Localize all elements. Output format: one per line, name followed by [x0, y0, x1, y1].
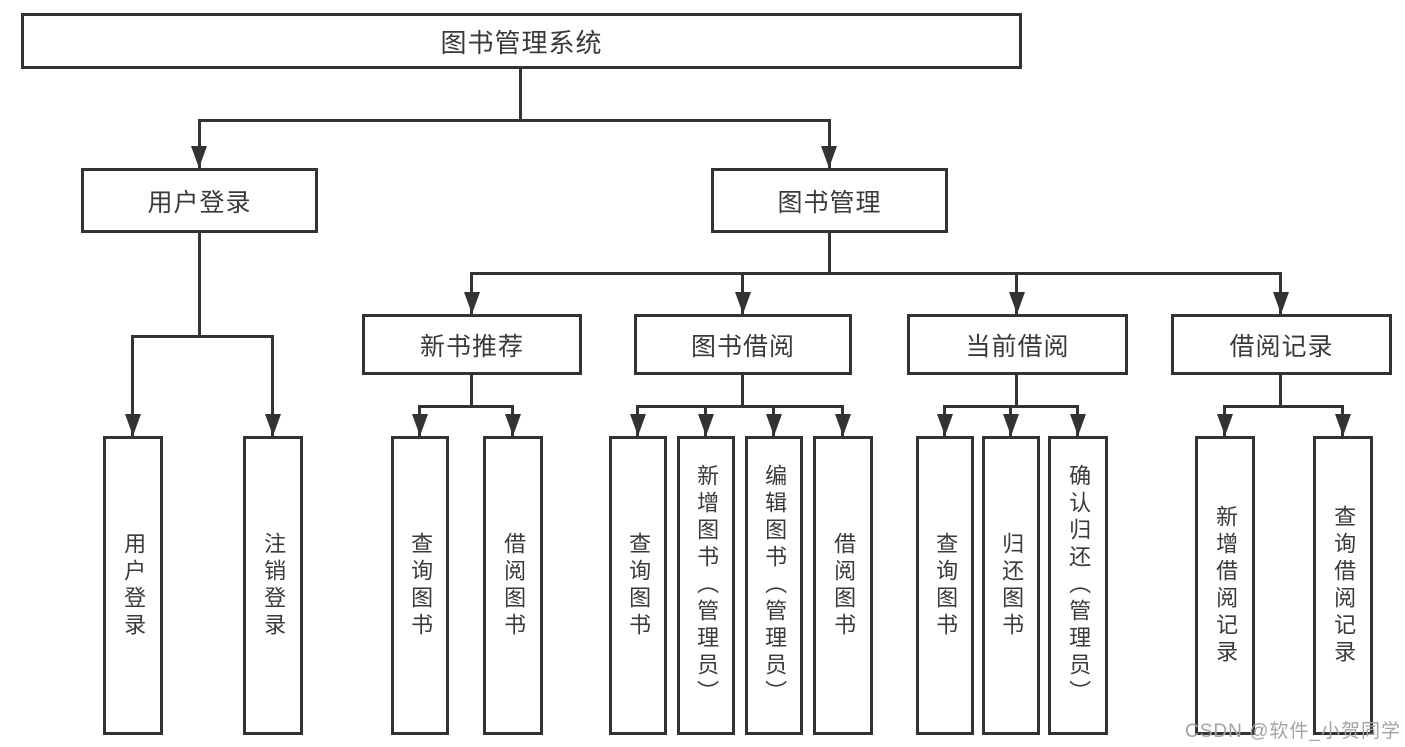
leaf-query-books-current: 查询图书	[916, 436, 974, 735]
leaf-add-borrow-record-label: 新增借阅记录	[1213, 504, 1239, 667]
node-borrowing-records-label: 借阅记录	[1229, 332, 1334, 361]
leaf-add-books-admin-label: 新增图书（管理员）	[694, 464, 720, 707]
node-book-management: 图书管理	[711, 168, 948, 233]
arrow-down-icon	[412, 414, 428, 436]
connector-records-stub	[1279, 375, 1282, 407]
node-current-borrowing: 当前借阅	[907, 314, 1128, 375]
node-new-book-recommendation: 新书推荐	[362, 314, 582, 375]
arrow-down-icon	[766, 414, 782, 436]
leaf-add-books-admin: 新增图书（管理员）	[677, 436, 735, 735]
connector-records-hbar	[1223, 405, 1344, 408]
arrow-down-icon	[265, 414, 281, 436]
arrow-down-icon	[821, 146, 837, 168]
arrow-down-icon	[1009, 292, 1025, 314]
leaf-borrow-books-label: 借阅图书	[831, 531, 857, 640]
node-user-login-label: 用户登录	[147, 188, 252, 217]
connector-recommend-stub	[470, 375, 473, 407]
leaf-query-books-current-label: 查询图书	[933, 531, 959, 640]
connector-current-stub	[1015, 375, 1018, 407]
arrow-down-icon	[464, 292, 480, 314]
leaf-return-books-label: 归还图书	[999, 531, 1025, 640]
node-current-borrowing-label: 当前借阅	[965, 332, 1070, 361]
connector-borrowing-hbar	[636, 405, 844, 408]
leaf-return-books: 归还图书	[982, 436, 1040, 735]
connector-recommend-hbar	[418, 405, 514, 408]
leaf-edit-books-admin-label: 编辑图书（管理员）	[762, 464, 788, 707]
arrow-down-icon	[735, 292, 751, 314]
leaf-confirm-return-admin-label: 确认归还（管理员）	[1066, 464, 1092, 707]
leaf-logout-label: 注销登录	[261, 531, 287, 640]
arrow-down-icon	[1335, 414, 1351, 436]
node-book-borrowing: 图书借阅	[634, 314, 852, 375]
node-borrowing-records: 借阅记录	[1171, 314, 1392, 375]
leaf-user-login: 用户登录	[103, 436, 163, 735]
connector-userlogin-hbar	[131, 335, 274, 338]
leaf-borrow-books-recommend-label: 借阅图书	[501, 531, 527, 640]
arrow-down-icon	[125, 414, 141, 436]
leaf-query-borrow-record-label: 查询借阅记录	[1331, 504, 1357, 667]
leaf-edit-books-admin: 编辑图书（管理员）	[745, 436, 803, 735]
connector-drop-leaf-logout	[271, 335, 274, 436]
connector-drop-user-login	[198, 119, 201, 168]
csdn-watermark: CSDN @软件_小贺同学	[1185, 721, 1401, 742]
arrow-down-icon	[937, 414, 953, 436]
leaf-query-books-borrowing-label: 查询图书	[626, 531, 652, 640]
connector-drop-book-management	[828, 119, 831, 168]
leaf-confirm-return-admin: 确认归还（管理员）	[1048, 436, 1108, 735]
arrow-down-icon	[505, 414, 521, 436]
connector-bookmgmt-stub	[828, 233, 831, 274]
leaf-add-borrow-record: 新增借阅记录	[1195, 436, 1255, 735]
connector-root-hbar	[198, 119, 831, 122]
node-root: 图书管理系统	[21, 13, 1022, 69]
leaf-logout: 注销登录	[243, 436, 303, 735]
node-root-label: 图书管理系统	[440, 27, 603, 58]
connector-borrowing-stub	[741, 375, 744, 407]
node-book-management-label: 图书管理	[777, 188, 882, 217]
leaf-query-books-recommend-label: 查询图书	[408, 531, 434, 640]
arrow-down-icon	[698, 414, 714, 436]
node-new-book-recommendation-label: 新书推荐	[419, 332, 524, 361]
leaf-query-books-recommend: 查询图书	[391, 436, 449, 735]
arrow-down-icon	[630, 414, 646, 436]
arrow-down-icon	[1273, 292, 1289, 314]
leaf-borrow-books-recommend: 借阅图书	[483, 436, 543, 735]
connector-drop-leaf-user-login	[131, 335, 134, 436]
leaf-query-books-borrowing: 查询图书	[609, 436, 667, 735]
node-user-login: 用户登录	[81, 168, 318, 233]
connector-root-stub	[519, 69, 522, 121]
arrow-down-icon	[1217, 414, 1233, 436]
arrow-down-icon	[191, 146, 207, 168]
connector-bookmgmt-hbar	[470, 272, 1282, 275]
leaf-borrow-books: 借阅图书	[813, 436, 873, 735]
node-book-borrowing-label: 图书借阅	[690, 332, 795, 361]
arrow-down-icon	[1070, 414, 1086, 436]
connector-userlogin-stub	[198, 233, 201, 337]
arrow-down-icon	[835, 414, 851, 436]
arrow-down-icon	[1003, 414, 1019, 436]
leaf-query-borrow-record: 查询借阅记录	[1313, 436, 1373, 735]
leaf-user-login-label: 用户登录	[121, 531, 147, 640]
